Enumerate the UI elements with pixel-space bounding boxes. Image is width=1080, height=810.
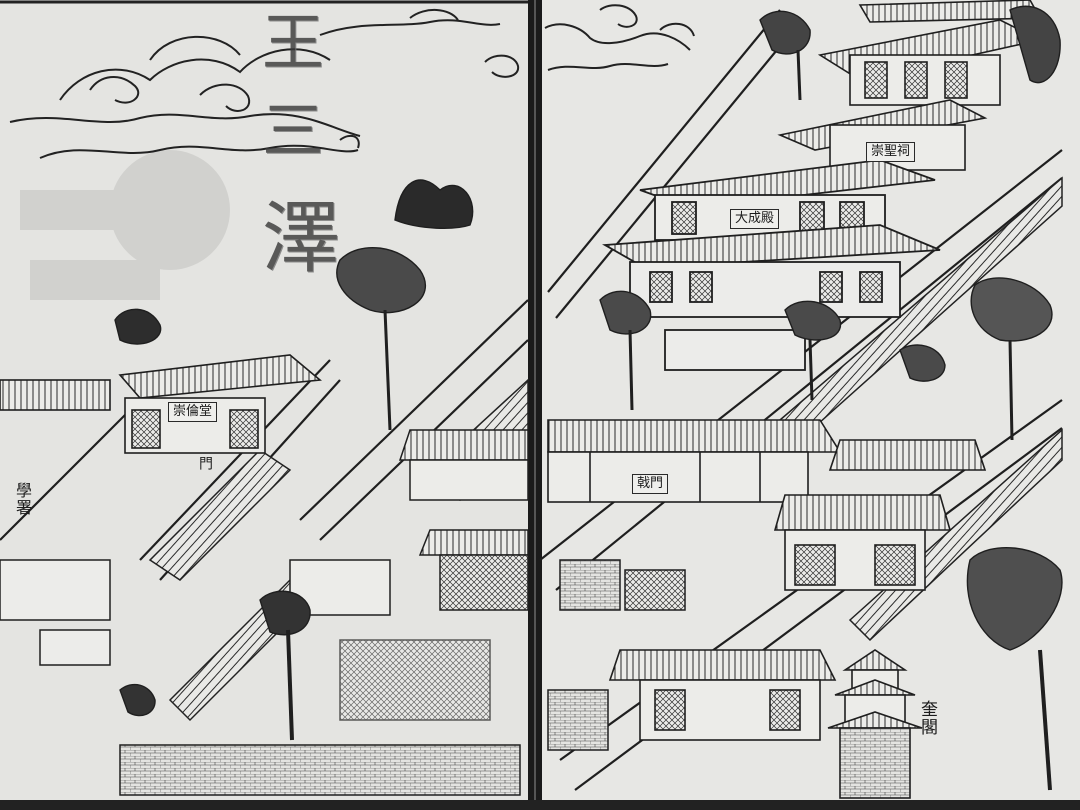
ji-gate-plaque: 戟門 xyxy=(632,474,669,494)
kui-pavilion xyxy=(827,649,923,799)
top-hall xyxy=(817,0,1043,106)
screen-wall xyxy=(547,559,686,751)
bleed-through-marks xyxy=(20,150,230,300)
left-gate-label: 門 xyxy=(197,456,213,471)
chonglun-hall-plaque: 崇倫堂 xyxy=(168,402,218,422)
title-character-1: 王 xyxy=(262,6,325,79)
ji-gate xyxy=(547,419,842,503)
title-character-3: 澤 xyxy=(262,194,341,284)
dacheng-hall-plaque: 大成殿 xyxy=(730,209,780,229)
school-office-label: 學署 xyxy=(13,482,32,516)
kui-pavilion-label: 奎閣 xyxy=(917,700,937,736)
east-halls xyxy=(608,439,987,741)
chongsheng-shrine-plaque: 崇聖祠 xyxy=(866,142,916,162)
cloud-swirls xyxy=(9,4,695,159)
left-courtyard-buildings xyxy=(0,429,529,796)
title-character-2: 三 xyxy=(262,94,325,167)
trees xyxy=(114,5,1063,791)
